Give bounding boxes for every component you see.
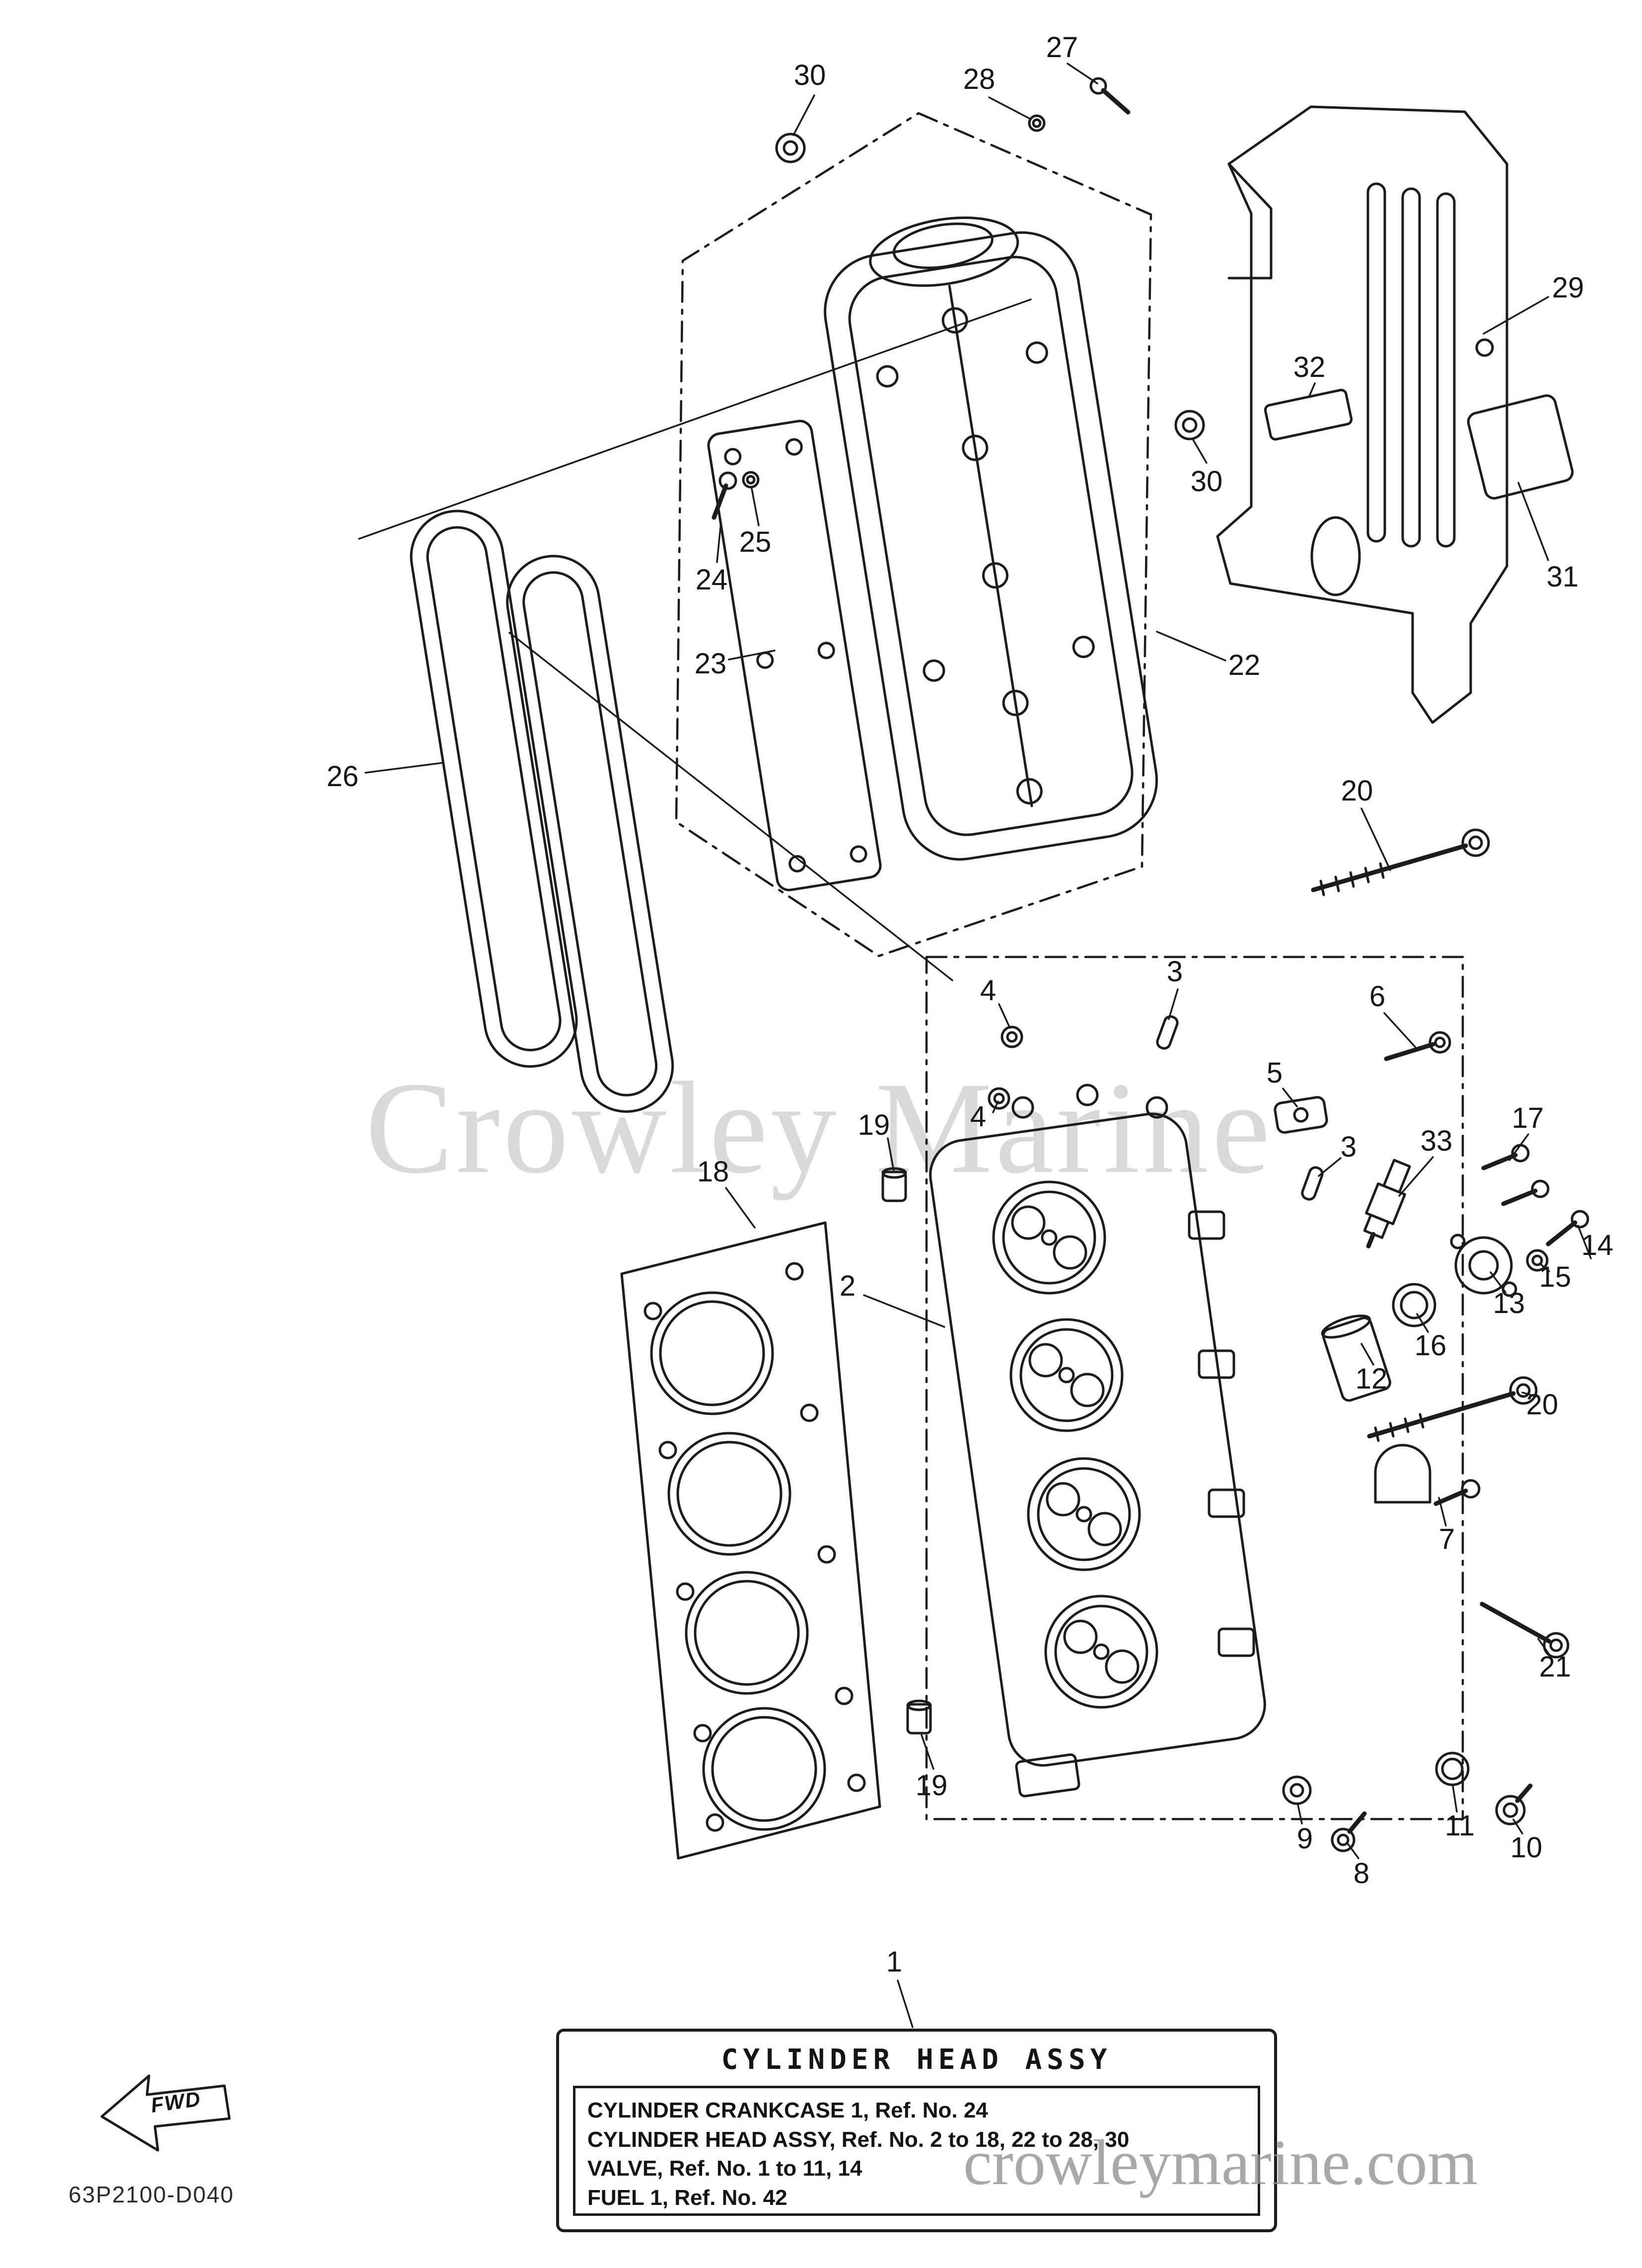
callout-30b[interactable]: 30 (1190, 465, 1223, 498)
part-cap-5 (1274, 1096, 1328, 1134)
callout-5[interactable]: 5 (1266, 1057, 1283, 1089)
part-bolt-long-mid (1367, 1376, 1538, 1442)
callout-33[interactable]: 33 (1420, 1125, 1453, 1157)
parts-info-box: CYLINDER HEAD ASSY CYLINDER CRANKCASE 1,… (556, 2029, 1277, 2232)
callout-31[interactable]: 31 (1546, 561, 1579, 593)
fwd-arrow: FWD (100, 2074, 231, 2152)
info-box-title: CYLINDER HEAD ASSY (721, 2044, 1112, 2076)
part-pins-3 (1156, 1015, 1324, 1201)
fwd-label: FWD (149, 2087, 203, 2117)
callout-3b[interactable]: 3 (1340, 1131, 1357, 1163)
callout-19[interactable]: 19 (857, 1109, 890, 1141)
callout-27[interactable]: 27 (1046, 31, 1078, 64)
part-bolt-6 (1384, 1031, 1451, 1061)
callout-19b[interactable]: 19 (915, 1769, 948, 1802)
callout-29[interactable]: 29 (1552, 272, 1584, 304)
callout-32[interactable]: 32 (1293, 351, 1326, 383)
part-seal-16 (1392, 1283, 1436, 1327)
part-caps-4 (988, 1025, 1023, 1110)
callout-10[interactable]: 10 (1510, 1831, 1543, 1864)
part-oring-11 (1435, 1752, 1470, 1786)
callout-11[interactable]: 11 (1444, 1810, 1475, 1842)
callout-18[interactable]: 18 (697, 1156, 729, 1188)
part-grommets-30 (775, 133, 1205, 440)
callout-7[interactable]: 7 (1438, 1523, 1455, 1555)
callout-21[interactable]: 21 (1539, 1651, 1571, 1683)
part-bolt-24 (712, 471, 737, 520)
part-spark-plug-33 (1363, 1159, 1411, 1248)
part-plug-10 (1495, 1783, 1533, 1826)
callout-26[interactable]: 26 (326, 760, 359, 793)
callout-14[interactable]: 14 (1581, 1229, 1614, 1261)
callout-4[interactable]: 4 (980, 974, 997, 1007)
callout-8[interactable]: 8 (1353, 1857, 1370, 1890)
part-bushing-12 (1321, 1315, 1391, 1402)
callout-13[interactable]: 13 (1493, 1287, 1525, 1319)
callout-6[interactable]: 6 (1369, 980, 1386, 1013)
part-cylinder-head (929, 1084, 1266, 1798)
callout-16[interactable]: 16 (1414, 1329, 1447, 1362)
assembly-boundaries (675, 112, 1464, 1821)
callout-15[interactable]: 15 (1539, 1261, 1571, 1293)
callout-3[interactable]: 3 (1166, 955, 1183, 988)
callout-28[interactable]: 28 (963, 63, 996, 95)
watermark-crowley-marine: Crowley Marine (365, 1055, 1274, 1201)
watermark-crowleymarine-com: crowleymarine.com (963, 2127, 1478, 2198)
leader-lines (364, 63, 1592, 2028)
part-label-32 (1264, 388, 1353, 441)
callout-17[interactable]: 17 (1511, 1102, 1544, 1134)
part-label-31 (1467, 394, 1574, 500)
callout-25[interactable]: 25 (739, 526, 772, 558)
callout-12[interactable]: 12 (1355, 1363, 1388, 1395)
part-breather-plate (707, 420, 882, 891)
callout-20b[interactable]: 20 (1526, 1389, 1559, 1421)
info-line-head-assy: CYLINDER HEAD ASSY, Ref. No. 2 to 18, 22… (587, 2127, 1130, 2152)
callout-20[interactable]: 20 (1341, 775, 1373, 807)
callout-24[interactable]: 24 (695, 564, 728, 596)
part-bolt-21 (1480, 1602, 1570, 1659)
part-valve-cover-gasket (410, 510, 674, 1113)
part-washer-25 (742, 471, 760, 489)
part-washer-15 (1526, 1249, 1549, 1272)
callout-22[interactable]: 22 (1228, 649, 1261, 681)
part-washer-9 (1282, 1775, 1312, 1805)
part-bolt-27 (1089, 77, 1131, 115)
info-line-valve: VALVE, Ref. No. 1 to 11, 14 (587, 2156, 862, 2181)
callout-30[interactable]: 30 (793, 59, 826, 91)
part-washer-28 (1028, 114, 1046, 132)
part-bolts-17 (1481, 1144, 1550, 1206)
part-cylinder-head-gasket (620, 1221, 881, 1860)
callout-2[interactable]: 2 (839, 1270, 856, 1302)
drawing-code: 63P2100-D040 (69, 2182, 234, 2207)
callout-23[interactable]: 23 (694, 648, 727, 680)
part-dowels-19 (881, 1167, 932, 1735)
callout-4b[interactable]: 4 (970, 1100, 987, 1133)
part-clamp-7 (1374, 1444, 1481, 1506)
info-box-lines: CYLINDER CRANKCASE 1, Ref. No. 24 CYLIND… (573, 2086, 1260, 2216)
construction-lines (358, 298, 1032, 981)
part-apron-cover (1216, 105, 1508, 724)
callout-9[interactable]: 9 (1296, 1823, 1313, 1855)
part-anode-cover-13 (1450, 1234, 1517, 1297)
part-bolt-long-top (1311, 828, 1490, 896)
callout-1[interactable]: 1 (886, 1946, 903, 1978)
part-bolt-8 (1331, 1811, 1367, 1852)
info-line-fuel: FUEL 1, Ref. No. 42 (587, 2185, 787, 2210)
info-line-crankcase: CYLINDER CRANKCASE 1, Ref. No. 24 (587, 2098, 988, 2122)
part-bolt-14 (1546, 1210, 1589, 1246)
part-cylinder-head-cover (824, 216, 1158, 861)
